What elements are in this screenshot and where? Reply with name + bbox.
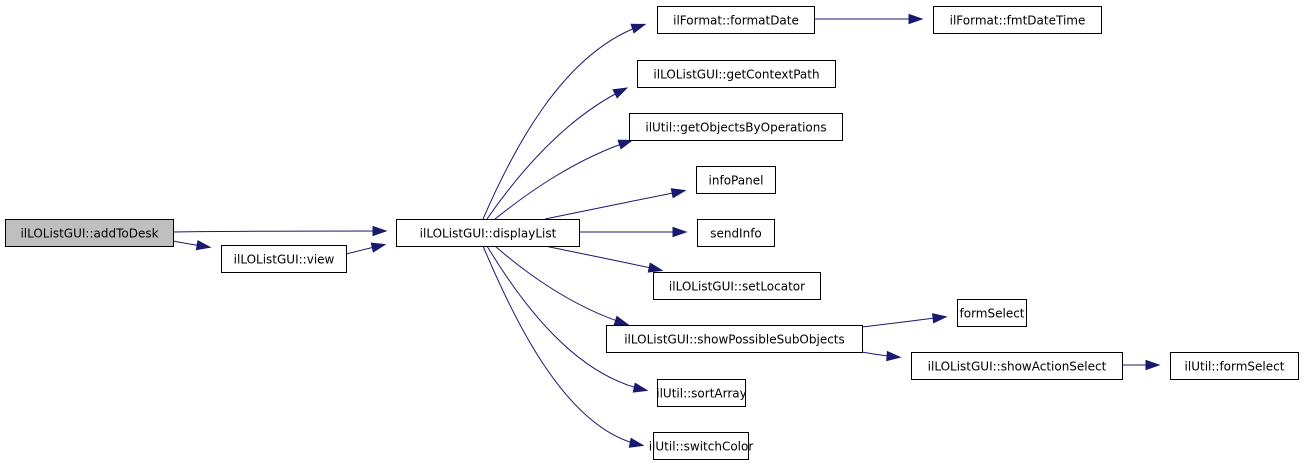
- node-box[interactable]: [933, 6, 1102, 34]
- node-label: infoPanel: [709, 174, 764, 188]
- node-label: sendInfo: [710, 227, 762, 241]
- node-label: ilFormat::fmtDateTime: [950, 14, 1086, 28]
- edge-line: [486, 88, 626, 220]
- arrowhead-icon: [670, 188, 687, 199]
- node-label: ilUtil::formSelect: [1185, 360, 1285, 374]
- edge-showPossibleSubObjects-to-showActionSelect: [861, 350, 902, 362]
- arrowhead-icon: [195, 240, 212, 251]
- edge-addToDesk-to-view: [172, 240, 212, 251]
- node-view[interactable]: ilLOListGUI::view: [221, 245, 347, 273]
- node-showPossibleSubObjects[interactable]: ilLOListGUI::showPossibleSubObjects: [606, 325, 863, 353]
- arrowhead-icon: [1145, 359, 1161, 371]
- node-infoPanel[interactable]: infoPanel: [696, 166, 776, 194]
- node-utilFormSelect[interactable]: ilUtil::formSelect: [1170, 352, 1299, 380]
- edge-line: [544, 190, 684, 220]
- node-label: formSelect: [960, 307, 1025, 321]
- node-box[interactable]: [396, 219, 580, 247]
- node-box[interactable]: [221, 245, 347, 273]
- node-box[interactable]: [653, 272, 821, 300]
- edge-formatDate-to-fmtDateTime: [814, 13, 924, 25]
- edge-view-to-displayList: [345, 242, 387, 255]
- node-getObjectsByOperations[interactable]: ilUtil::getObjectsByOperations: [629, 113, 843, 141]
- node-sortArray[interactable]: ilUtil::sortArray: [656, 379, 747, 407]
- node-box[interactable]: [697, 219, 775, 247]
- edge-addToDesk-to-displayList: [172, 225, 388, 237]
- node-getContextPath[interactable]: ilLOListGUI::getContextPath: [637, 60, 836, 88]
- edge-line: [486, 245, 646, 391]
- arrowhead-icon: [370, 242, 387, 253]
- node-displayList[interactable]: ilLOListGUI::displayList: [396, 219, 580, 247]
- node-setLocator[interactable]: ilLOListGUI::setLocator: [653, 272, 821, 300]
- node-switchColor[interactable]: ilUtil::switchColor: [649, 432, 754, 460]
- arrowhead-icon: [630, 23, 647, 34]
- edge-displayList-to-showPossibleSubObjects: [494, 245, 630, 326]
- node-label: ilLOListGUI::displayList: [420, 227, 557, 241]
- edge-displayList-to-sendInfo: [578, 226, 688, 238]
- node-label: ilLOListGUI::getContextPath: [653, 68, 819, 82]
- node-box[interactable]: [957, 299, 1027, 327]
- node-label: ilLOListGUI::addToDesk: [20, 227, 158, 241]
- edge-line: [482, 24, 644, 220]
- node-label: ilUtil::switchColor: [649, 440, 754, 454]
- edge-line: [494, 245, 627, 325]
- node-label: ilUtil::getObjectsByOperations: [645, 121, 826, 135]
- arrowhead-icon: [372, 225, 388, 237]
- node-box[interactable]: [5, 219, 174, 247]
- edge-line: [482, 245, 642, 446]
- node-box[interactable]: [696, 166, 776, 194]
- node-box[interactable]: [606, 325, 863, 353]
- node-addToDesk[interactable]: ilLOListGUI::addToDesk: [5, 219, 174, 247]
- node-box[interactable]: [629, 113, 843, 141]
- node-label: ilLOListGUI::showActionSelect: [928, 360, 1107, 374]
- node-label: ilFormat::formatDate: [673, 14, 799, 28]
- arrowhead-icon: [908, 13, 924, 25]
- arrowhead-icon: [613, 315, 630, 326]
- node-formatDate[interactable]: ilFormat::formatDate: [657, 6, 815, 34]
- node-label: ilLOListGUI::view: [234, 253, 335, 267]
- nodes-layer: ilLOListGUI::addToDeskilLOListGUI::viewi…: [5, 6, 1299, 460]
- node-fmtDateTime[interactable]: ilFormat::fmtDateTime: [933, 6, 1102, 34]
- node-box[interactable]: [653, 432, 749, 460]
- node-showActionSelect[interactable]: ilLOListGUI::showActionSelect: [911, 352, 1123, 380]
- edge-line: [494, 140, 631, 220]
- node-label: ilLOListGUI::setLocator: [669, 280, 805, 294]
- edge-displayList-to-setLocator: [544, 245, 664, 273]
- arrowhead-icon: [632, 382, 649, 393]
- node-sendInfo[interactable]: sendInfo: [697, 219, 775, 247]
- arrowhead-icon: [612, 87, 629, 99]
- edges-layer: [172, 13, 1161, 448]
- node-box[interactable]: [911, 352, 1123, 380]
- node-box[interactable]: [657, 379, 746, 407]
- edge-displayList-to-getContextPath: [486, 87, 629, 220]
- node-box[interactable]: [1170, 352, 1299, 380]
- edge-displayList-to-sortArray: [486, 245, 649, 393]
- node-formSelect[interactable]: formSelect: [957, 299, 1027, 327]
- arrowhead-icon: [886, 350, 902, 362]
- edge-line: [861, 316, 945, 328]
- edge-showPossibleSubObjects-to-formSelect: [861, 313, 948, 328]
- edge-displayList-to-formatDate: [482, 23, 647, 220]
- arrowhead-icon: [647, 262, 664, 273]
- edge-showActionSelect-to-utilFormSelect: [1122, 359, 1161, 371]
- arrowhead-icon: [932, 313, 948, 324]
- arrowhead-icon: [672, 226, 688, 238]
- node-box[interactable]: [657, 6, 815, 34]
- edge-displayList-to-getObjectsByOperations: [494, 139, 634, 220]
- node-label: ilUtil::sortArray: [656, 387, 746, 401]
- node-label: ilLOListGUI::showPossibleSubObjects: [624, 333, 845, 347]
- arrowhead-icon: [617, 139, 634, 150]
- edge-displayList-to-infoPanel: [544, 188, 687, 220]
- edge-displayList-to-switchColor: [482, 245, 645, 448]
- edge-line: [544, 245, 661, 271]
- node-box[interactable]: [637, 60, 836, 88]
- edge-line: [172, 230, 385, 233]
- arrowhead-icon: [628, 437, 645, 448]
